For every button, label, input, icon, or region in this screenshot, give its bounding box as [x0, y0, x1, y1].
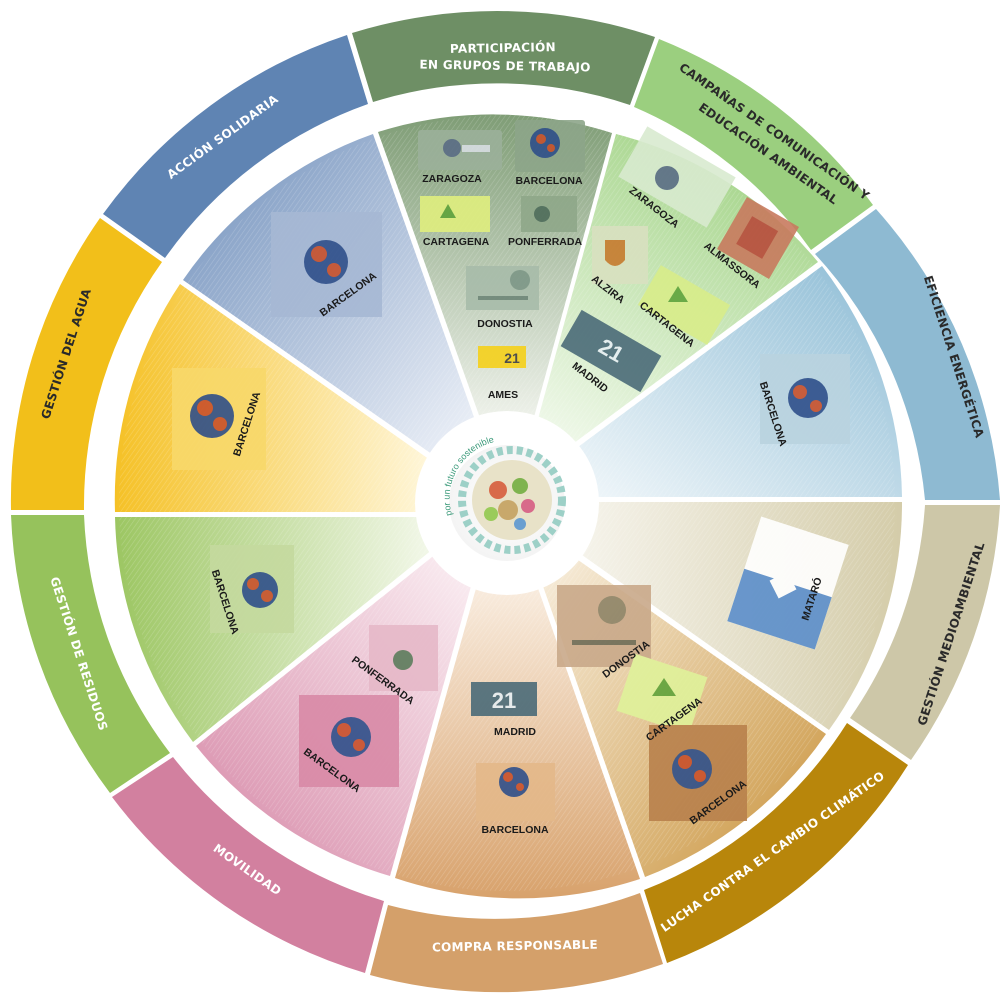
center-disc — [472, 460, 552, 540]
city-compra-madrid: MADRID — [494, 726, 536, 738]
city-participacion-zaragoza: ZARAGOZA — [422, 173, 482, 185]
logo-cartagena — [420, 196, 490, 232]
ring-gestion-medio[interactable] — [850, 505, 1000, 760]
ring-solidaria[interactable] — [103, 35, 368, 258]
logo-ames-text: 21 — [504, 350, 520, 366]
city-participacion-ames: AMES — [488, 389, 518, 401]
ring-participacion[interactable] — [352, 11, 655, 105]
logos: 21 21 21 — [172, 120, 850, 821]
ring-campanas[interactable] — [634, 39, 873, 250]
logo-madrid-2 — [471, 682, 537, 716]
city-compra-barcelona: BARCELONA — [481, 824, 548, 836]
city-participacion-barcelona: BARCELONA — [515, 175, 582, 187]
ring-compra[interactable] — [370, 893, 663, 993]
ring-residuos[interactable] — [11, 515, 170, 793]
logo-donostia — [466, 266, 539, 310]
center-ring — [458, 446, 566, 554]
ring-cambio-climatico[interactable] — [644, 723, 908, 963]
city-participacion-donostia: DONOSTIA — [477, 318, 533, 330]
label-participacion-1: PARTICIPACIÓN — [450, 39, 556, 56]
logo-ames — [478, 346, 526, 368]
label-compra: COMPRA RESPONSABLE — [432, 938, 598, 955]
center-emblem: por un futuro sostenible — [415, 411, 599, 595]
ring-agua[interactable] — [10, 218, 162, 510]
outer-ring — [10, 11, 1000, 993]
label-participacion-2: EN GRUPOS DE TRABAJO — [419, 58, 590, 75]
logo-madrid-2-text: 21 — [492, 688, 516, 713]
city-participacion-cartagena: CARTAGENA — [423, 236, 490, 248]
logo-cartagena-2 — [637, 265, 731, 345]
ring-movilidad[interactable] — [112, 757, 384, 973]
city-participacion-ponferrada: PONFERRADA — [508, 236, 583, 248]
logo-madrid — [560, 309, 662, 393]
ring-eficiencia[interactable] — [815, 209, 1000, 500]
